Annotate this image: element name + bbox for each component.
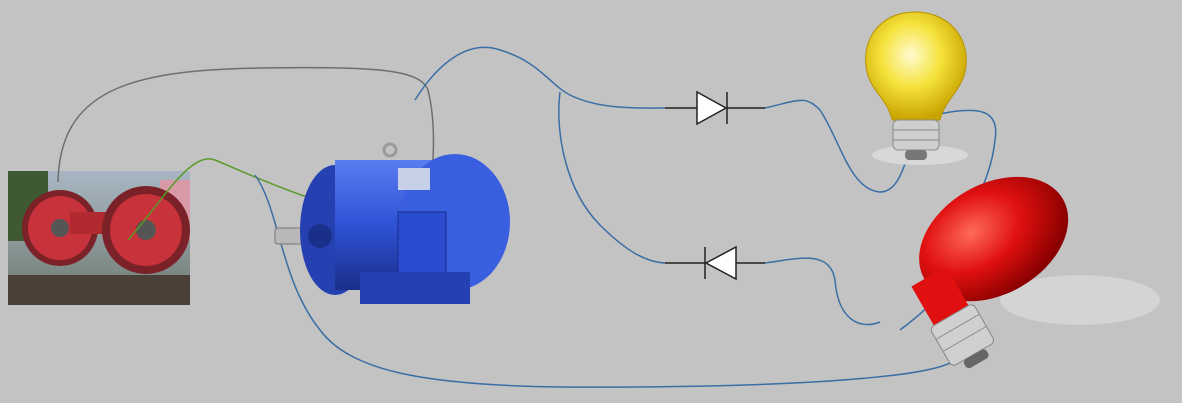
- wire-diode2-red: [764, 257, 881, 326]
- train-wheels-photo: [8, 171, 190, 305]
- red-light-bulb: [911, 176, 1160, 369]
- wire-diode1-yellow: [764, 99, 911, 193]
- yellow-light-bulb: [865, 11, 968, 165]
- wire-blue-branch: [558, 91, 666, 264]
- wire-gray: [57, 66, 435, 206]
- wires: [57, 46, 997, 388]
- diode-reverse: [665, 245, 765, 281]
- wire-blue-top: [414, 46, 666, 109]
- electric-motor: [274, 142, 510, 304]
- diode-forward: [665, 90, 765, 126]
